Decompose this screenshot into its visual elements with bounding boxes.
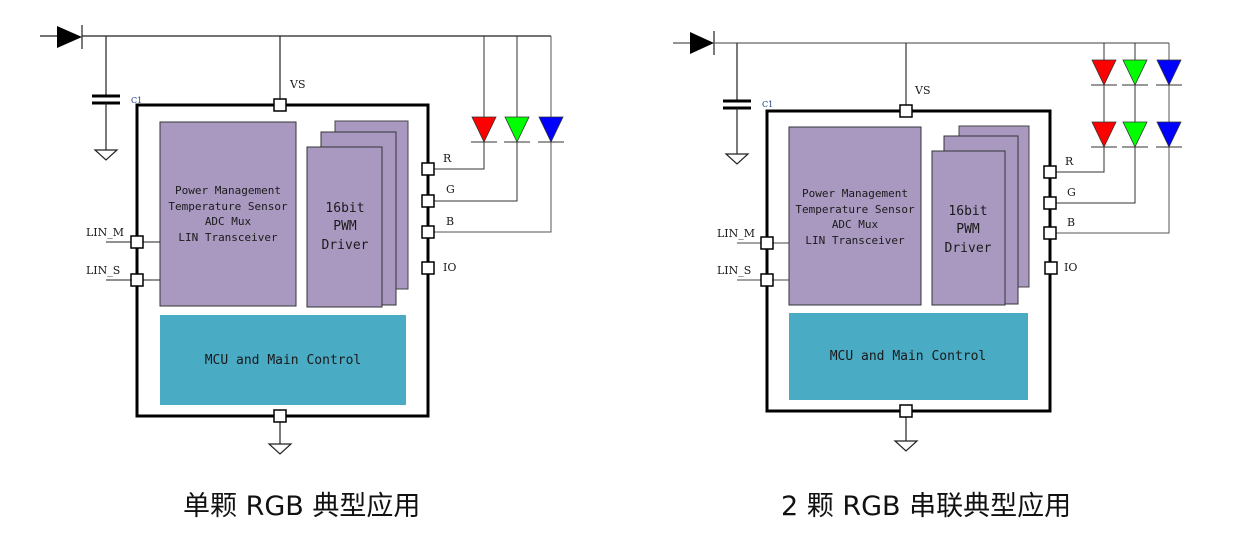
pwm-line-2: PWM (333, 219, 357, 234)
pm-line-1: Power Management (802, 187, 908, 200)
b-label: B (446, 215, 454, 228)
ground-icon (93, 149, 119, 161)
b-label: B (1067, 216, 1075, 229)
r-pin (421, 162, 435, 176)
led-blue-icon (538, 116, 564, 143)
g-pin (1043, 196, 1057, 210)
led-green-icon (1122, 59, 1148, 86)
c1-label: C1 (131, 96, 142, 105)
single-rgb-circuit: C1 VS Power Management Temperature Senso… (40, 25, 564, 455)
lin-m-label: LIN_M (717, 227, 755, 240)
vs-label: VS (289, 78, 305, 91)
led-group (471, 116, 564, 143)
led-blue-icon (1156, 59, 1182, 86)
pm-line-1: Power Management (175, 184, 281, 197)
led-blue-icon (1156, 121, 1182, 148)
input-diode-icon (40, 25, 83, 49)
c1-label: C1 (762, 100, 773, 109)
pwm-line-1: 16bit (325, 201, 364, 216)
led-green-icon (1122, 121, 1148, 148)
ground-icon (267, 443, 293, 455)
vs-pin (273, 98, 287, 112)
power-management-block (159, 121, 297, 307)
b-pin (1043, 226, 1057, 240)
power-management-block (788, 126, 922, 306)
mcu-label: MCU and Main Control (205, 353, 362, 368)
pwm-line-1: 16bit (948, 204, 987, 219)
ground-icon (724, 153, 750, 165)
pm-line-4: LIN Transceiver (178, 231, 278, 244)
b-pin (421, 225, 435, 239)
lin-m-pin (130, 235, 144, 249)
ground-icon (893, 440, 919, 452)
pm-line-2: Temperature Sensor (795, 203, 915, 216)
pwm-line-3: Driver (945, 241, 992, 256)
dual-rgb-caption: 2 颗 RGB 串联典型应用 (781, 491, 1072, 522)
gnd-pin (899, 404, 913, 418)
led-red-icon (1091, 59, 1117, 86)
io-pin (1044, 261, 1058, 275)
led-red-icon (1091, 121, 1117, 148)
r-label: R (1065, 155, 1074, 168)
pm-line-2: Temperature Sensor (168, 200, 288, 213)
lin-m-label: LIN_M (86, 226, 124, 239)
io-label: IO (1064, 261, 1077, 274)
pwm-driver-block (306, 146, 383, 308)
pm-line-3: ADC Mux (832, 218, 879, 231)
capacitor-c1-icon (92, 36, 120, 150)
r-label: R (443, 152, 452, 165)
pwm-line-2: PWM (956, 222, 980, 237)
r-pin (1043, 165, 1057, 179)
io-pin (421, 261, 435, 275)
vs-pin (899, 104, 913, 118)
g-label: G (1067, 186, 1076, 199)
led-group (1091, 59, 1182, 148)
g-pin (421, 194, 435, 208)
capacitor-c1-icon (723, 43, 751, 154)
pm-line-3: ADC Mux (205, 215, 252, 228)
mcu-block (160, 315, 406, 405)
vs-label: VS (914, 84, 930, 97)
lin-s-label: LIN_S (86, 264, 120, 277)
io-label: IO (443, 261, 456, 274)
lin-s-label: LIN_S (717, 264, 751, 277)
pwm-driver-block (931, 150, 1006, 306)
lin-s-pin (130, 273, 144, 287)
dual-rgb-series-circuit: C1 VS Power Management Temperature Senso… (673, 31, 1182, 452)
lin-m-pin (760, 236, 774, 250)
mcu-block (789, 313, 1028, 400)
single-rgb-caption: 单颗 RGB 典型应用 (183, 491, 421, 522)
g-label: G (446, 183, 455, 196)
pm-line-4: LIN Transceiver (805, 234, 905, 247)
mcu-label: MCU and Main Control (830, 349, 987, 364)
lin-s-pin (760, 273, 774, 287)
gnd-pin (273, 409, 287, 423)
pwm-line-3: Driver (322, 238, 369, 253)
input-diode-icon (673, 31, 715, 55)
led-green-icon (504, 116, 530, 143)
led-red-icon (471, 116, 497, 143)
